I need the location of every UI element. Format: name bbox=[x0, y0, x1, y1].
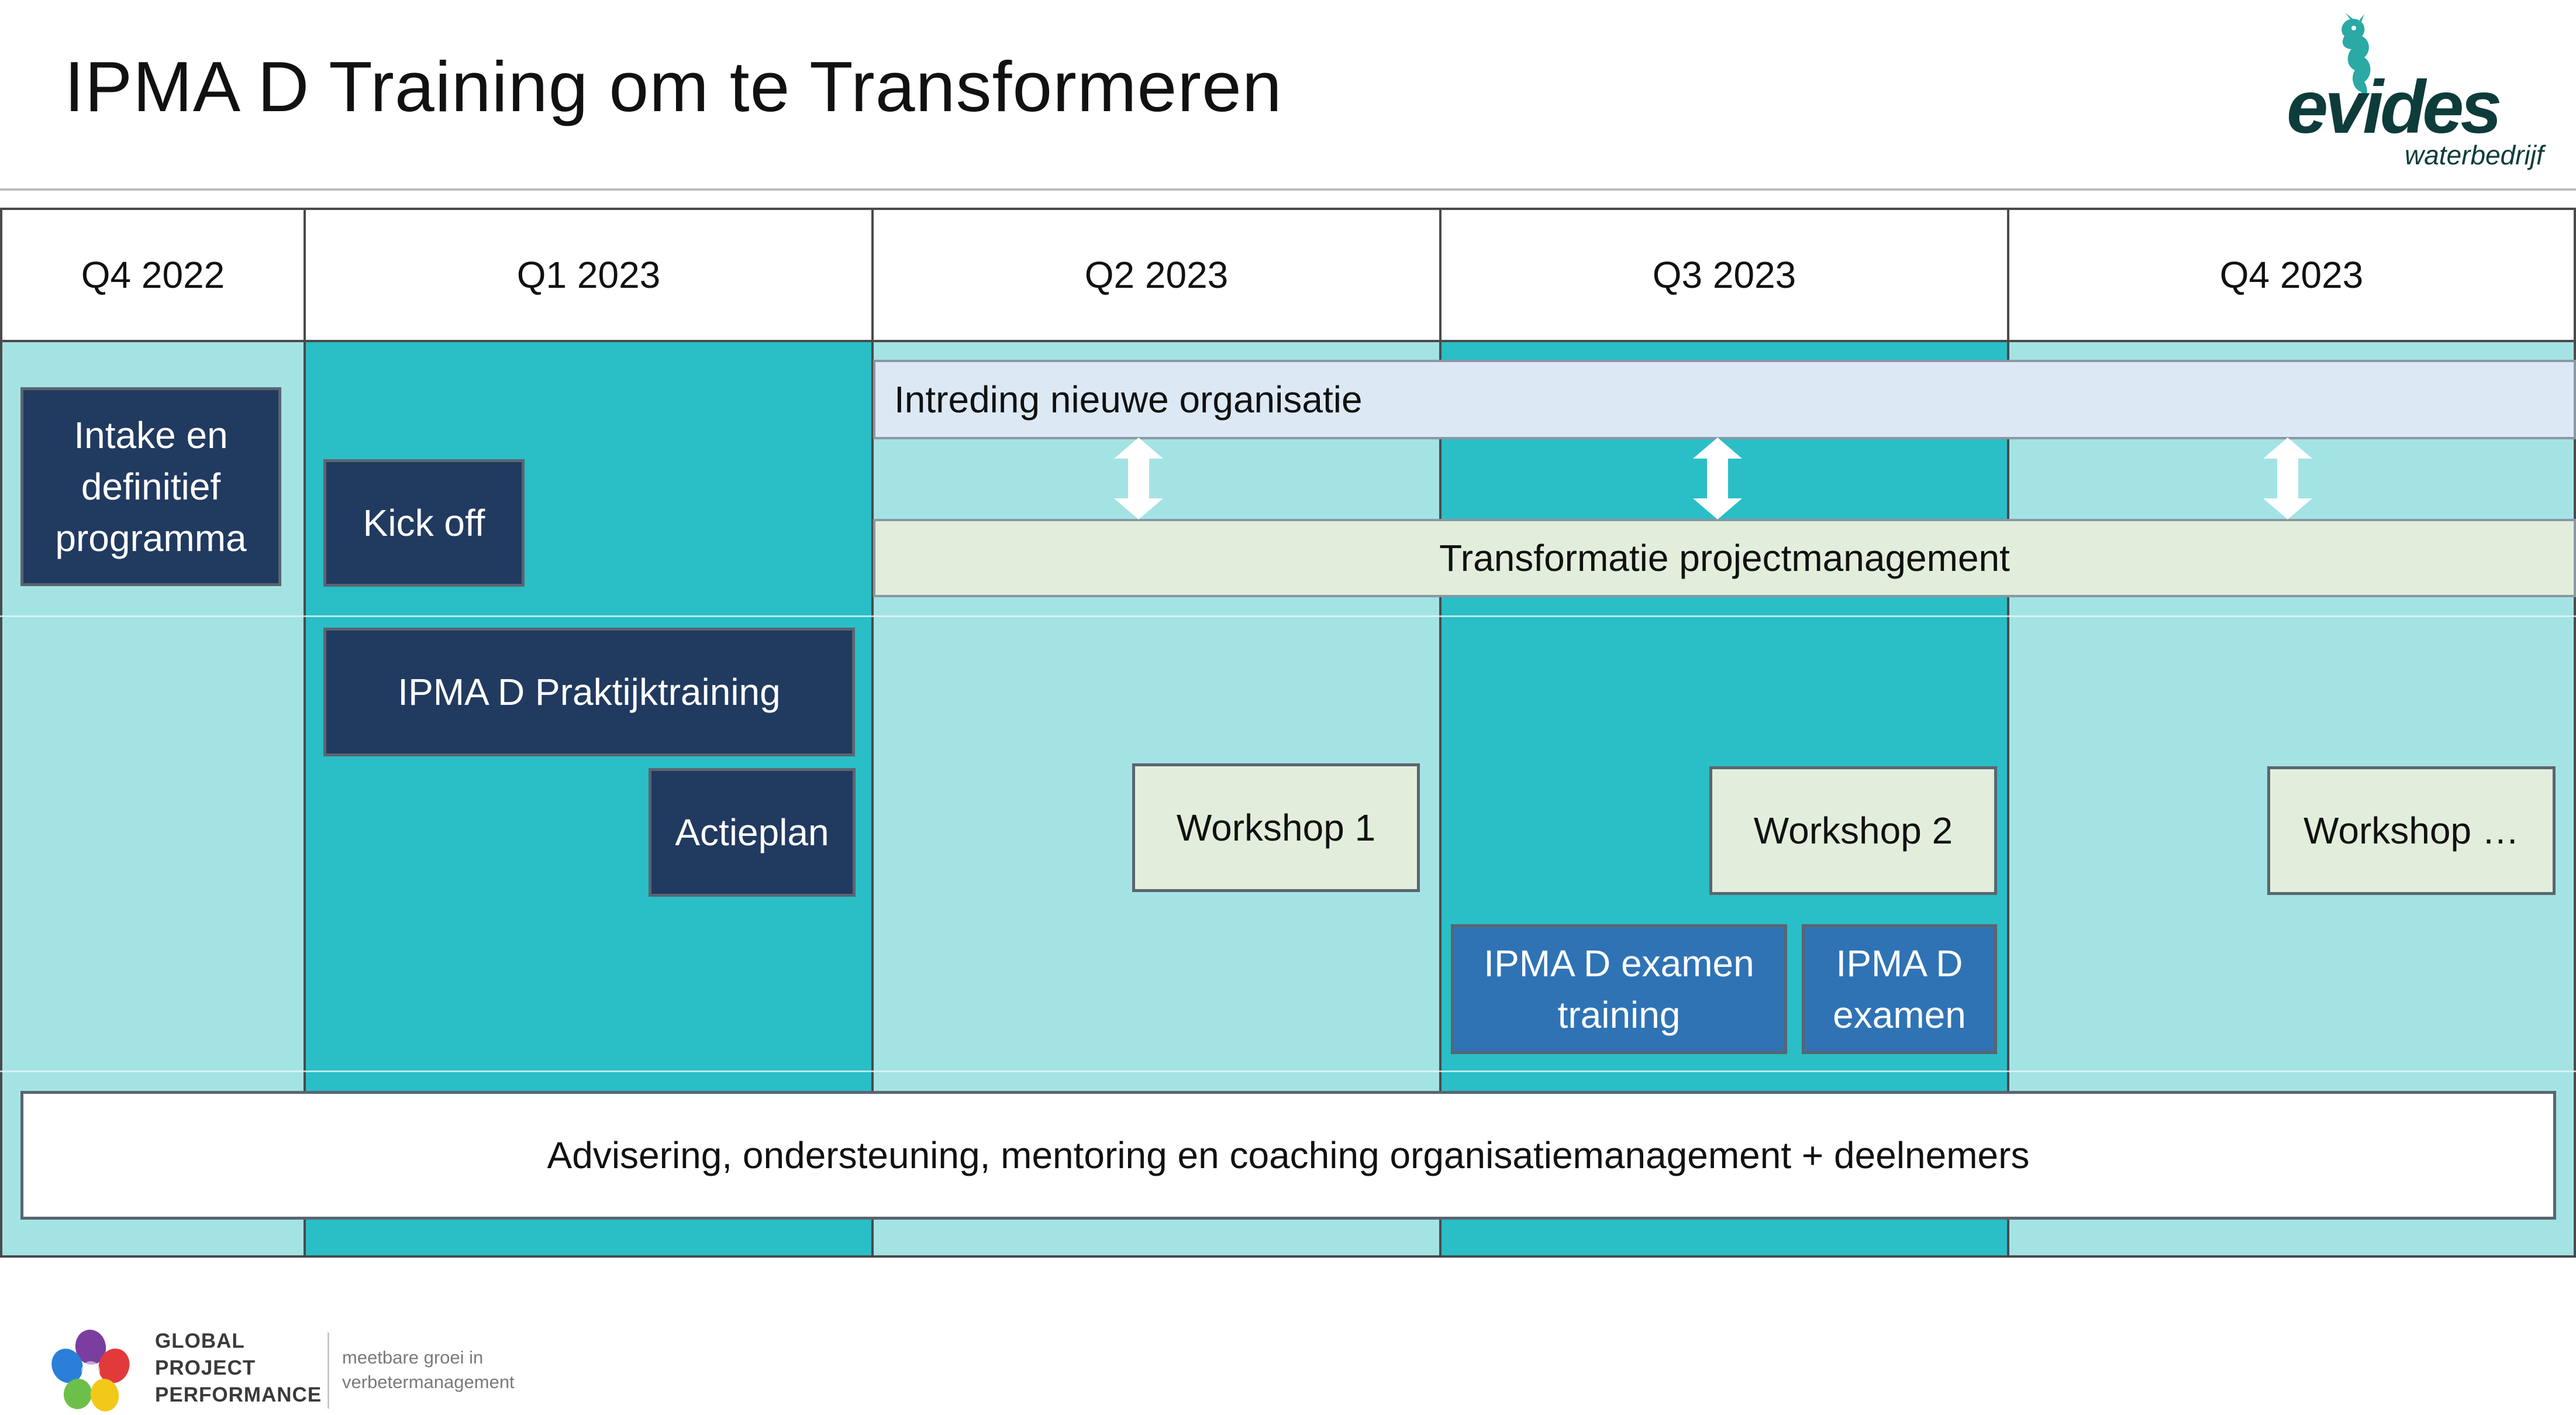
box-workshop-2: Workshop 2 bbox=[1709, 766, 1997, 895]
evides-logo: evides bbox=[2287, 66, 2502, 149]
title-divider bbox=[0, 188, 2576, 191]
gpp-line-1: GLOBAL bbox=[155, 1330, 245, 1352]
box-workshop-1: Workshop 1 bbox=[1132, 763, 1420, 892]
double-arrow-vertical-icon bbox=[1693, 438, 1742, 519]
box-examen-training: IPMA D examen training bbox=[1451, 924, 1787, 1054]
seahorse-icon bbox=[2341, 13, 2371, 104]
page-title: IPMA D Training om te Transformeren bbox=[64, 47, 1282, 126]
logo-subtitle: waterbedrijf bbox=[2405, 140, 2544, 170]
quarter-header-q3-2023: Q3 2023 bbox=[1439, 208, 2009, 342]
box-advisering: Advisering, ondersteuning, mentoring en … bbox=[20, 1091, 2556, 1220]
double-arrow-vertical-icon bbox=[2263, 438, 2312, 519]
double-arrow-vertical-icon bbox=[1114, 438, 1163, 519]
gpp-logo-icon bbox=[51, 1330, 130, 1411]
box-workshop-3: Workshop … bbox=[2267, 766, 2556, 895]
gpp-company-name: GLOBAL PROJECT PERFORMANCE bbox=[155, 1328, 322, 1409]
quarter-header-q2-2023: Q2 2023 bbox=[871, 208, 1442, 342]
footer-divider bbox=[327, 1333, 329, 1409]
tagline-line-2: verbetermanagement bbox=[342, 1372, 515, 1392]
box-kick-off: Kick off bbox=[323, 459, 525, 587]
box-actieplan: Actieplan bbox=[649, 768, 856, 897]
tagline-line-1: meetbare groei in bbox=[342, 1347, 484, 1368]
gpp-line-3: PERFORMANCE bbox=[155, 1383, 322, 1406]
row-divider bbox=[0, 1070, 2576, 1072]
band-intreding: Intreding nieuwe organisatie bbox=[873, 360, 2576, 439]
quarter-header-q4-2022: Q4 2022 bbox=[0, 208, 306, 342]
gpp-line-2: PROJECT bbox=[155, 1357, 256, 1379]
box-intake: Intake en definitief programma bbox=[20, 387, 281, 586]
row-divider bbox=[0, 615, 2576, 617]
band-transformatie: Transformatie projectmanagement bbox=[873, 519, 2576, 597]
box-examen: IPMA D examen bbox=[1802, 924, 1997, 1054]
quarter-header-q4-2023: Q4 2023 bbox=[2007, 208, 2576, 342]
gpp-tagline: meetbare groei in verbetermanagement bbox=[342, 1345, 515, 1395]
box-praktijktraining: IPMA D Praktijktraining bbox=[323, 628, 855, 756]
quarter-header-q1-2023: Q1 2023 bbox=[304, 208, 874, 342]
